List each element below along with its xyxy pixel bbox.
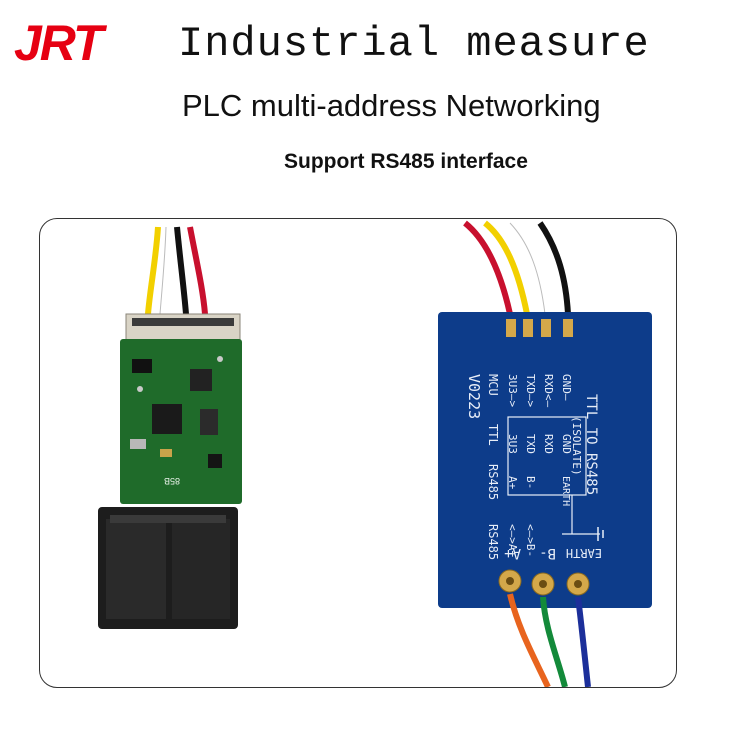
terminal-b-label: B- bbox=[539, 545, 556, 561]
pin-top-3u3: 3U3—> bbox=[506, 374, 519, 407]
page-tagline: Support RS485 interface bbox=[284, 150, 528, 173]
product-photo: 85B GND— RXD<— TXD— bbox=[39, 218, 677, 688]
wire-yellow-top bbox=[483, 220, 530, 315]
label-rs485-b: RS485 bbox=[486, 524, 500, 560]
converter-module: GND— RXD<— TXD—> 3U3—> GND RXD TXD 3U3 E… bbox=[438, 220, 652, 687]
wire-red bbox=[187, 226, 208, 315]
pin-top-txd: TXD—> bbox=[524, 374, 537, 407]
sensor-silkscreen: 85B bbox=[164, 476, 180, 486]
wire-red-top bbox=[463, 220, 513, 315]
wire-yellow bbox=[145, 226, 161, 315]
wire-black bbox=[174, 226, 189, 315]
converter-isolate: (ISOLATE) bbox=[570, 416, 583, 476]
product-illustration: 85B GND— RXD<— TXD— bbox=[98, 220, 652, 687]
pin-top-rxd: RXD<— bbox=[542, 374, 555, 407]
terminal-earth-label: EARTH bbox=[566, 546, 602, 560]
pin-box-rxd: RXD bbox=[542, 434, 555, 454]
pin-box-3u3: 3U3 bbox=[506, 434, 519, 454]
label-ttl: TTL bbox=[486, 424, 500, 446]
arrow-a: <—>A+ bbox=[506, 524, 519, 557]
pin-out-b: B- bbox=[524, 476, 537, 489]
page-title: Industrial measure bbox=[178, 20, 650, 68]
pin-out-earth: EARTH bbox=[560, 476, 571, 506]
arrow-b: <—>B- bbox=[524, 524, 537, 557]
pin-out-a: A+ bbox=[506, 476, 519, 490]
wire-orange bbox=[507, 593, 551, 687]
wire-blue bbox=[575, 596, 591, 687]
sensor-module: 85B bbox=[98, 226, 242, 629]
page-subtitle: PLC multi-address Networking bbox=[182, 88, 601, 123]
pin-box-gnd: GND bbox=[560, 434, 573, 454]
label-mcu: MCU bbox=[486, 374, 500, 396]
converter-title: TTL TO RS485 bbox=[583, 394, 599, 495]
pin-top-gnd: GND— bbox=[560, 374, 573, 401]
wire-green bbox=[540, 596, 568, 687]
converter-pcb bbox=[438, 312, 652, 608]
label-rs485-a: RS485 bbox=[486, 464, 500, 500]
jrt-logo: JRT bbox=[14, 15, 104, 71]
wire-black-top bbox=[537, 221, 571, 315]
label-model: V0223 bbox=[465, 374, 483, 419]
terminal-a-label: A+ bbox=[504, 545, 521, 561]
pin-box-txd: TXD bbox=[524, 434, 537, 454]
